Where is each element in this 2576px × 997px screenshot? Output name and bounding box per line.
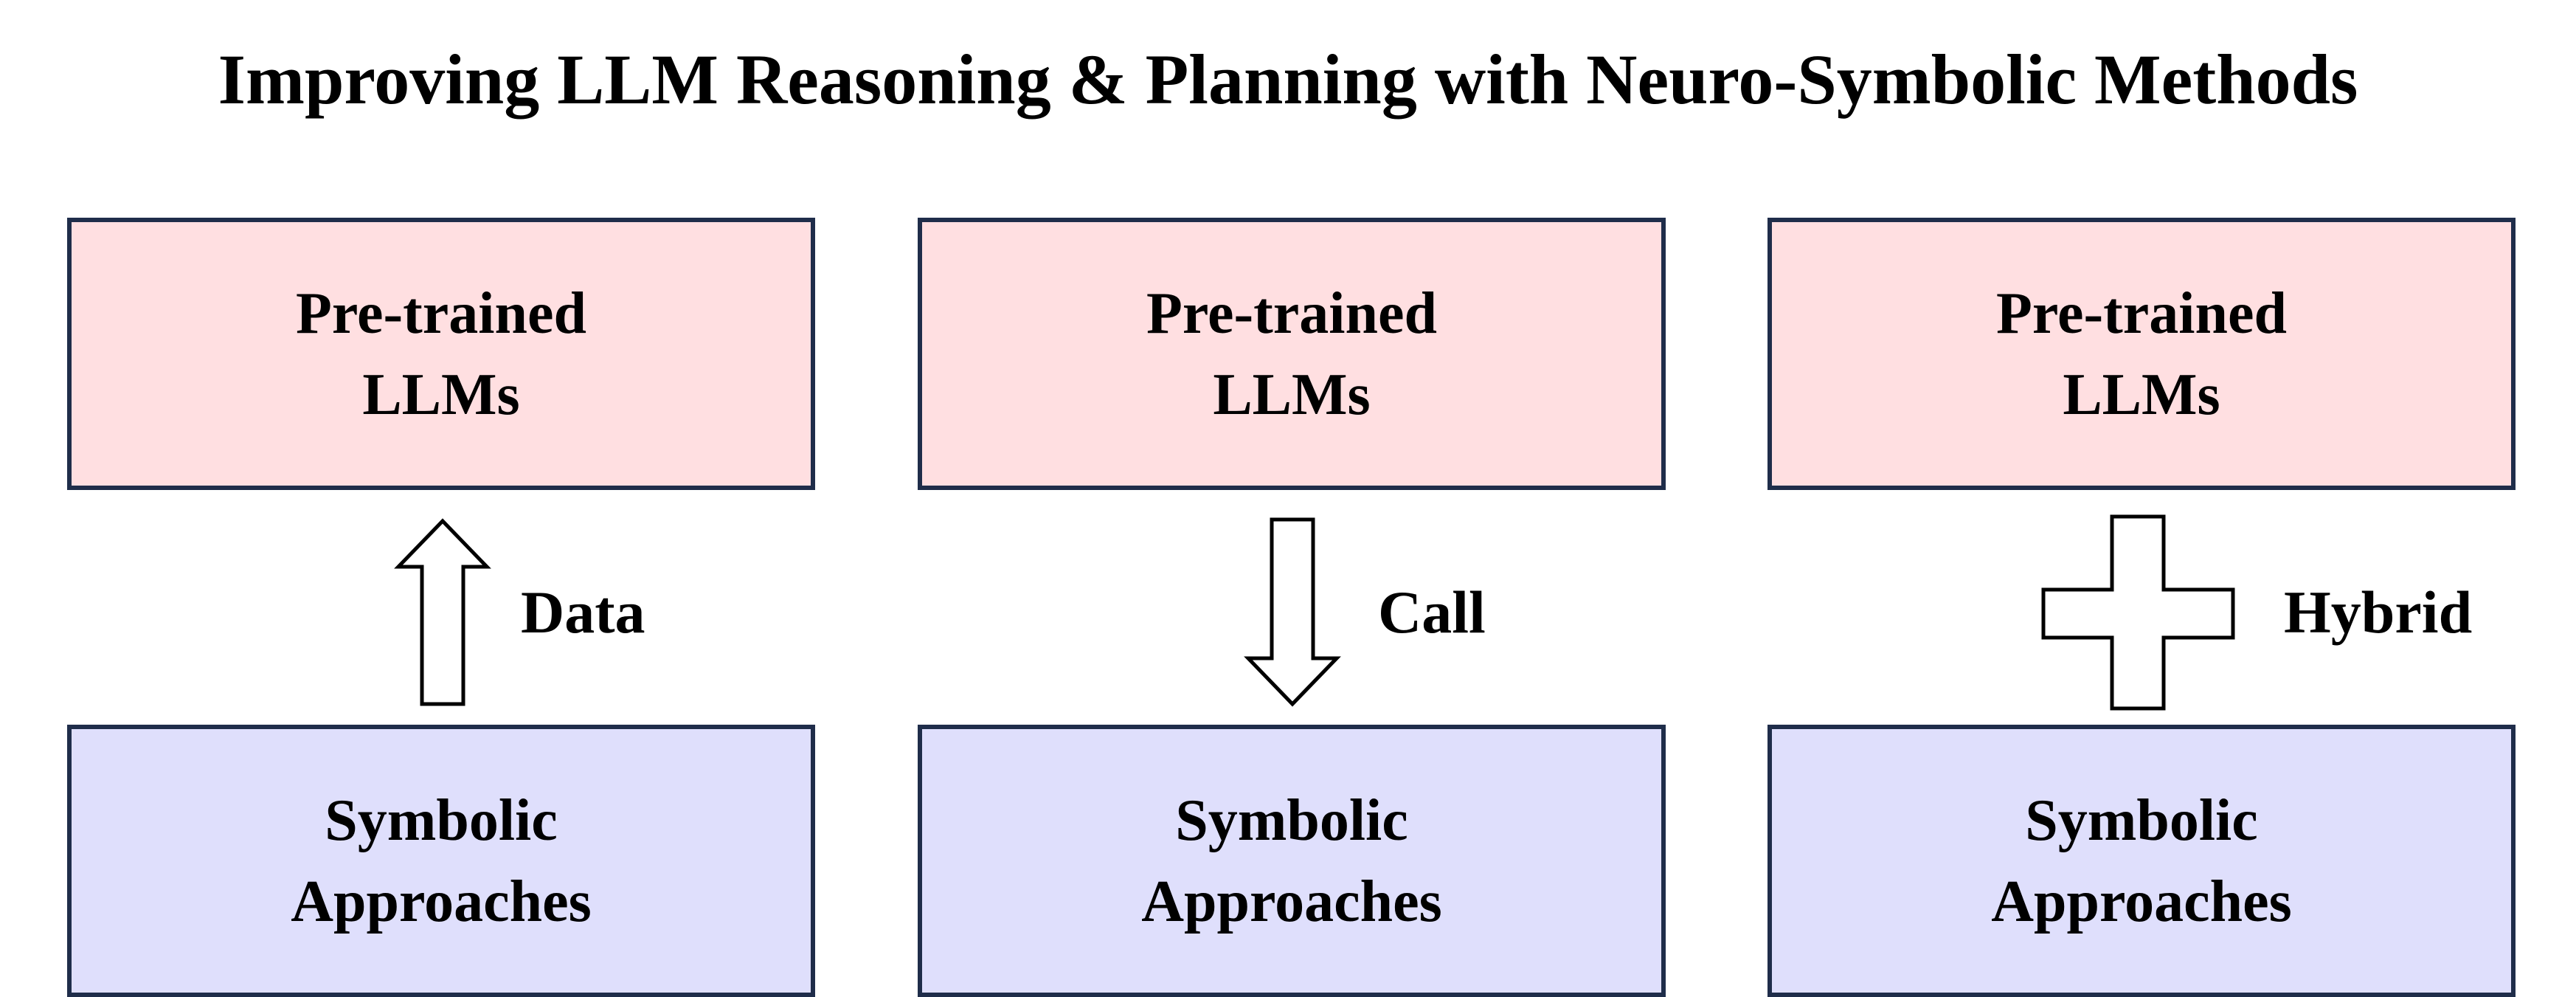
up-arrow-icon bbox=[394, 518, 491, 706]
connector-label-hybrid: Hybrid bbox=[2284, 579, 2473, 646]
llm-box-call: Pre-trained LLMs bbox=[918, 218, 1666, 490]
symbolic-box-call: Symbolic Approaches bbox=[918, 725, 1666, 997]
down-arrow-icon bbox=[1244, 517, 1341, 707]
connector-data: Data bbox=[391, 509, 686, 716]
symbolic-box-line1: Symbolic bbox=[325, 787, 558, 853]
llm-box-line2: LLMs bbox=[1213, 362, 1371, 427]
connector-label-data: Data bbox=[521, 579, 645, 646]
diagram-title: Improving LLM Reasoning & Planning with … bbox=[218, 40, 2358, 119]
symbolic-box-line2: Approaches bbox=[1991, 869, 2292, 934]
symbolic-box-line1: Symbolic bbox=[2025, 787, 2258, 853]
symbolic-box-line2: Approaches bbox=[1141, 869, 1442, 934]
symbolic-box-line2: Approaches bbox=[291, 869, 592, 934]
llm-box-line1: Pre-trained bbox=[296, 280, 586, 346]
symbolic-box-line1: Symbolic bbox=[1175, 787, 1408, 853]
llm-box-hybrid: Pre-trained LLMs bbox=[1767, 218, 2516, 490]
connector-label-call: Call bbox=[1378, 579, 1486, 646]
plus-icon bbox=[2041, 514, 2235, 711]
symbolic-box-hybrid: Symbolic Approaches bbox=[1767, 725, 2516, 997]
llm-box-line1: Pre-trained bbox=[1146, 280, 1437, 346]
llm-box-line1: Pre-trained bbox=[1996, 280, 2287, 346]
llm-box-line2: LLMs bbox=[2063, 362, 2220, 427]
connector-hybrid: Hybrid bbox=[2039, 509, 2511, 716]
llm-box-data: Pre-trained LLMs bbox=[67, 218, 815, 490]
llm-box-line2: LLMs bbox=[362, 362, 520, 427]
symbolic-box-data: Symbolic Approaches bbox=[67, 725, 815, 997]
connector-call: Call bbox=[1241, 509, 1536, 716]
